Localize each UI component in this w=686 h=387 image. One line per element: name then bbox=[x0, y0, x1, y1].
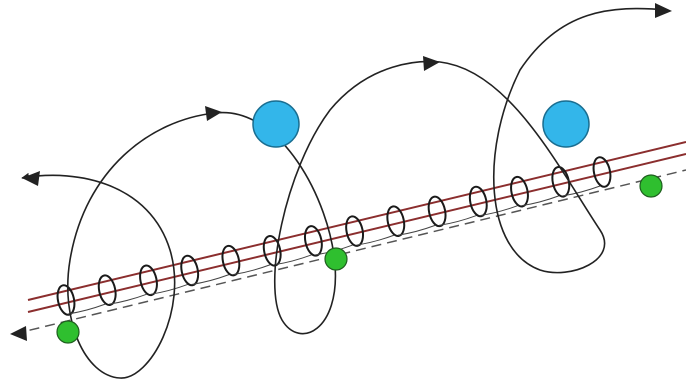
small-coil-loop bbox=[592, 156, 612, 188]
guide-line-lower bbox=[27, 153, 686, 313]
guide-line-upper bbox=[27, 141, 686, 301]
outer-helix bbox=[21, 3, 672, 379]
guide-line-center bbox=[13, 169, 686, 335]
small-coil-link bbox=[438, 215, 477, 226]
small-coil-loop bbox=[345, 215, 365, 247]
small-coil-loop bbox=[468, 185, 488, 218]
small-coil-link bbox=[150, 283, 188, 295]
large-particle bbox=[252, 100, 300, 148]
small-coil-loop bbox=[97, 274, 117, 306]
small-coil-loop bbox=[180, 254, 200, 287]
particles bbox=[56, 100, 663, 344]
arrow-head-end bbox=[655, 3, 672, 18]
small-coil-loop bbox=[221, 244, 241, 277]
guide-lines bbox=[13, 141, 686, 335]
arrow-head-loop-2 bbox=[423, 56, 440, 71]
small-coil-link bbox=[562, 185, 601, 197]
arrow-head-loop-1 bbox=[205, 106, 222, 121]
small-particle bbox=[324, 247, 348, 271]
arrow-head-lower-left bbox=[10, 326, 27, 341]
small-coil-loop bbox=[303, 225, 323, 257]
small-coil-link bbox=[191, 274, 230, 285]
small-coil-link bbox=[397, 224, 436, 236]
small-particle bbox=[56, 320, 80, 344]
small-coil-loop bbox=[56, 284, 76, 316]
small-coil-loop bbox=[139, 264, 158, 297]
small-coil-loop bbox=[427, 195, 447, 228]
large-particle bbox=[542, 100, 590, 148]
small-coil-link bbox=[232, 264, 271, 276]
small-particle bbox=[639, 174, 663, 198]
small-coil-link bbox=[109, 293, 147, 305]
small-helix bbox=[56, 156, 612, 316]
small-coil-loop bbox=[386, 205, 406, 237]
arrow-head-start bbox=[22, 171, 40, 186]
small-coil-link bbox=[67, 303, 106, 315]
small-coil-link bbox=[274, 254, 312, 266]
small-coil-link bbox=[480, 205, 518, 217]
outer-helix-path bbox=[21, 7, 669, 379]
small-coil-loop bbox=[510, 175, 529, 208]
small-coil-link bbox=[356, 234, 395, 246]
small-coil-link bbox=[521, 195, 559, 207]
